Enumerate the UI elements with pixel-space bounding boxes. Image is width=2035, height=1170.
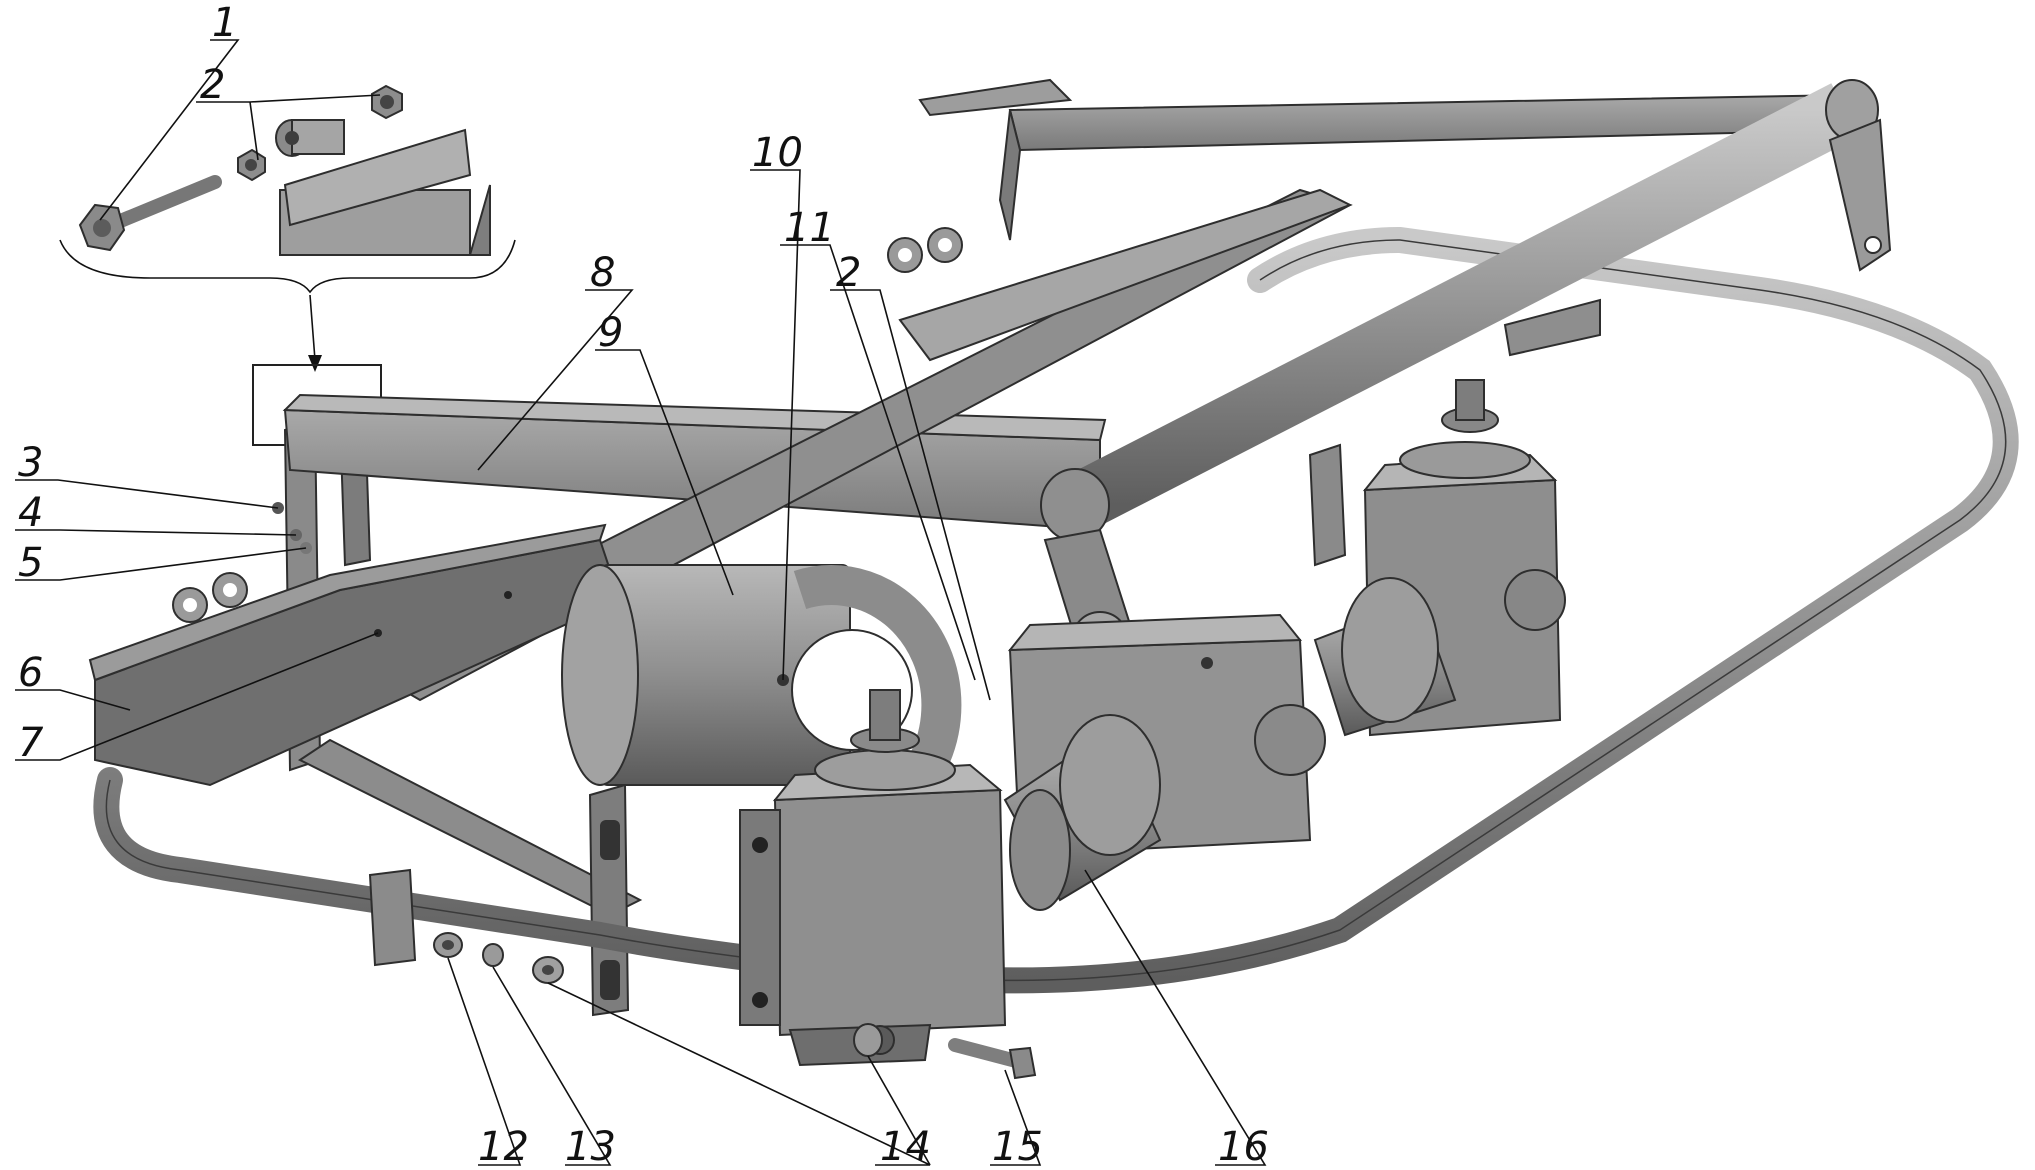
detail-inset bbox=[59, 84, 516, 446]
callout-8: 8 bbox=[590, 250, 615, 296]
callout-9: 9 bbox=[598, 310, 623, 356]
callout-11: 11 bbox=[784, 205, 835, 251]
inset-bolt bbox=[78, 175, 222, 252]
callout-14: 14 bbox=[880, 1124, 931, 1170]
callout-4: 4 bbox=[18, 490, 43, 536]
callout-13: 13 bbox=[565, 1124, 616, 1170]
callout-6: 6 bbox=[18, 650, 43, 696]
callout-10: 10 bbox=[752, 130, 803, 176]
loose-fasteners bbox=[433, 932, 1037, 1080]
inset-sleeve bbox=[275, 119, 345, 157]
callouts: 1 2 3 4 5 6 7 8 9 10 11 2 12 13 14 15 16 bbox=[18, 0, 1269, 1170]
callout-16: 16 bbox=[1218, 1124, 1269, 1170]
callout-3: 3 bbox=[18, 440, 43, 486]
callout-5: 5 bbox=[18, 540, 43, 586]
callout-2: 2 bbox=[836, 250, 861, 296]
lower-strut bbox=[298, 738, 643, 917]
callout-1: 1 bbox=[212, 0, 237, 46]
callout-2-inset: 2 bbox=[200, 62, 225, 108]
inset-nut-small bbox=[237, 148, 266, 182]
callout-7: 7 bbox=[18, 720, 44, 766]
front-lugs bbox=[172, 227, 963, 623]
side-brackets bbox=[368, 78, 1601, 967]
leader-lines bbox=[15, 39, 1267, 1166]
inset-pointer-arrow bbox=[308, 355, 322, 372]
gearbox-left bbox=[739, 689, 1007, 1067]
inset-nut-large bbox=[371, 84, 403, 120]
callout-15: 15 bbox=[992, 1124, 1043, 1170]
inset-pointer bbox=[309, 294, 316, 361]
inset-bracket-plate bbox=[279, 128, 491, 256]
drive-shafts bbox=[1003, 577, 1457, 911]
inset-brace bbox=[59, 239, 516, 294]
callout-12: 12 bbox=[478, 1124, 529, 1170]
